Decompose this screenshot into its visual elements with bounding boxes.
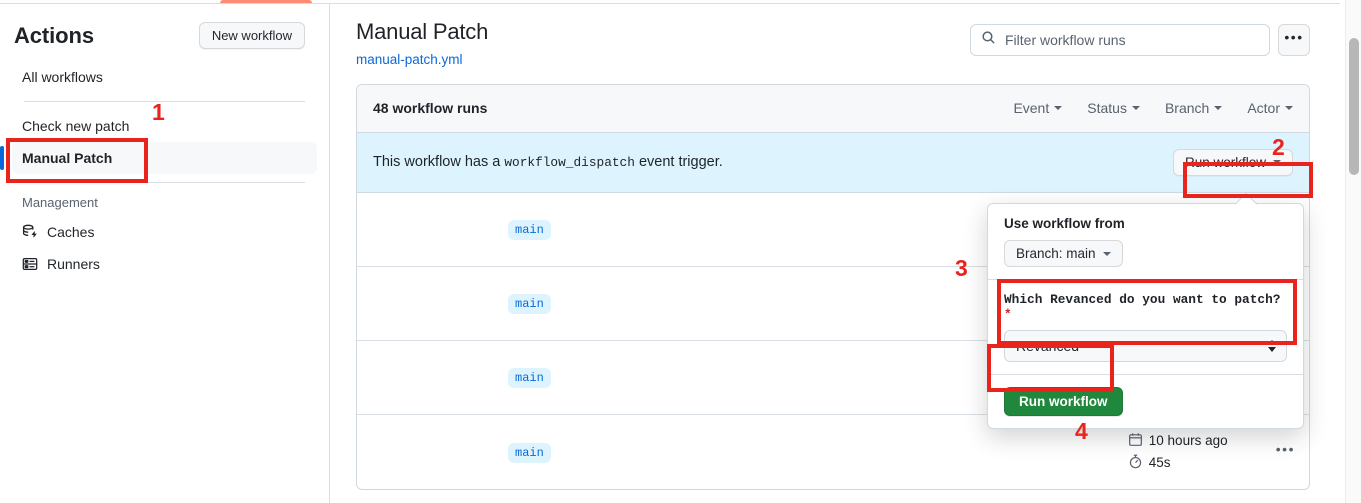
search-input[interactable]: Filter workflow runs <box>970 24 1270 56</box>
run-workflow-submit-button[interactable]: Run workflow <box>1004 387 1123 416</box>
search-icon <box>981 30 996 50</box>
filter-label: Actor <box>1247 100 1280 117</box>
filter-event[interactable]: Event <box>1013 100 1063 117</box>
cache-icon <box>22 224 38 240</box>
chevron-down-icon <box>1273 160 1281 165</box>
submit-section: Run workflow <box>988 374 1303 428</box>
workflow-title: Manual Patch <box>356 19 489 44</box>
table-row[interactable]: main <box>357 193 1309 267</box>
dispatch-text-before: This workflow has a <box>373 154 501 171</box>
sidebar-item-all-workflows[interactable]: All workflows <box>12 61 317 93</box>
sidebar-item-label: Check new patch <box>22 118 130 134</box>
header-divider <box>0 3 1340 4</box>
active-tab-indicator <box>220 0 312 3</box>
branch-badge[interactable]: main <box>508 220 551 241</box>
sidebar-header: Actions New workflow <box>0 4 329 55</box>
workflow-input-label: Which Revanced do you want to patch? * <box>1004 292 1287 322</box>
sidebar-item-check-new-patch[interactable]: Check new patch <box>12 110 317 142</box>
sidebar-workflow-list: All workflows Check new patch Manual Pat… <box>0 55 329 183</box>
dispatch-text-after: event trigger. <box>638 154 723 171</box>
sidebar-divider <box>24 182 305 183</box>
sidebar-item-label: Runners <box>47 256 100 272</box>
run-row-main: main <box>373 294 1095 315</box>
page-title: Actions <box>14 22 94 48</box>
run-duration-text: 45s <box>1148 455 1171 471</box>
filter-branch[interactable]: Branch <box>1164 100 1223 117</box>
runs-panel-header: 48 workflow runs Event Status Branch <box>357 84 1309 133</box>
chevron-down-icon <box>1102 251 1111 256</box>
stopwatch-icon <box>1128 454 1143 472</box>
sidebar-divider <box>24 101 305 102</box>
workflow-input-label-text: Which Revanced do you want to patch? <box>1004 292 1281 307</box>
chevron-down-icon <box>1131 106 1140 111</box>
sidebar-item-runners[interactable]: Runners <box>12 248 317 280</box>
workflow-header-left: Manual Patch manual-patch.yml <box>356 18 970 67</box>
run-meta: 10 hours ago 45s <box>1128 432 1258 472</box>
workflow-dispatch-banner: This workflow has a workflow_dispatch ev… <box>357 132 1309 193</box>
filter-status[interactable]: Status <box>1087 100 1140 116</box>
sort-arrows-icon <box>1268 340 1276 352</box>
actions-sidebar: Actions New workflow All workflows Check… <box>0 4 330 503</box>
run-row-meta: 10 hours ago 45s <box>1095 432 1295 472</box>
run-row-main: main <box>373 220 1095 241</box>
chevron-down-icon <box>1285 106 1293 111</box>
branch-badge[interactable]: main <box>508 294 551 315</box>
branch-badge[interactable]: main <box>508 368 551 389</box>
filter-label: Status <box>1087 100 1127 117</box>
revanced-select-value: Revanced <box>1016 338 1080 354</box>
page-scrollbar-thumb[interactable] <box>1349 38 1359 175</box>
table-row[interactable]: main <box>357 267 1309 341</box>
sidebar-item-label: Manual Patch <box>22 150 113 166</box>
sidebar-item-label: Caches <box>47 224 95 240</box>
run-row-main: main <box>373 368 1095 389</box>
row-more-options-button[interactable]: ••• <box>1275 441 1295 458</box>
filter-actor[interactable]: Actor <box>1247 100 1293 116</box>
run-workflow-button-label: Run workflow <box>1184 154 1266 170</box>
calendar-icon <box>1128 432 1143 450</box>
sidebar-group-management: Management <box>22 195 98 210</box>
table-row[interactable]: main <box>357 415 1309 489</box>
sidebar-item-label: All workflows <box>22 69 103 85</box>
sidebar-item-caches[interactable]: Caches <box>12 216 317 248</box>
run-duration: 45s <box>1128 454 1258 472</box>
filter-label: Branch <box>1164 100 1210 117</box>
run-workflow-dropdown-button[interactable]: Run workflow <box>1172 148 1293 176</box>
workflow-header: Manual Patch manual-patch.yml Filter wor… <box>330 4 1340 67</box>
use-workflow-from-label: Use workflow from <box>1004 216 1125 231</box>
server-icon <box>22 256 38 272</box>
dispatch-banner-text: This workflow has a workflow_dispatch ev… <box>373 154 723 170</box>
revanced-select[interactable]: Revanced <box>1004 330 1287 362</box>
runs-filter-group: Event Status Branch Actor <box>1013 100 1293 116</box>
workflow-input-section: Which Revanced do you want to patch? * R… <box>988 279 1303 374</box>
workflow-header-right: Filter workflow runs ••• <box>970 18 1310 56</box>
branch-badge[interactable]: main <box>508 442 551 463</box>
branch-select-label: Branch: main <box>1016 246 1096 261</box>
branch-select-button[interactable]: Branch: main <box>1004 240 1123 267</box>
dispatch-event-code: workflow_dispatch <box>504 155 635 171</box>
sidebar-item-manual-patch[interactable]: Manual Patch <box>0 142 317 174</box>
workflow-runs-count: 48 workflow runs <box>373 100 488 117</box>
chevron-down-icon <box>1214 106 1223 111</box>
workflow-file-link[interactable]: manual-patch.yml <box>356 51 463 67</box>
more-options-button[interactable]: ••• <box>1278 24 1310 56</box>
sidebar-management-list: Caches Runners <box>0 216 329 280</box>
run-row-main: main <box>373 442 1095 463</box>
run-updated-text: 10 hours ago <box>1148 433 1228 449</box>
run-updated: 10 hours ago <box>1128 432 1258 450</box>
required-marker: * <box>1004 307 1012 322</box>
page-scrollbar-track[interactable] <box>1345 0 1361 503</box>
new-workflow-button[interactable]: New workflow <box>198 22 305 49</box>
search-placeholder: Filter workflow runs <box>1005 32 1126 48</box>
use-workflow-from-section: Use workflow from Branch: main <box>988 204 1303 279</box>
filter-label: Event <box>1013 100 1050 117</box>
run-workflow-panel: Use workflow from Branch: main Which Rev… <box>987 203 1304 429</box>
chevron-down-icon <box>1054 106 1063 111</box>
